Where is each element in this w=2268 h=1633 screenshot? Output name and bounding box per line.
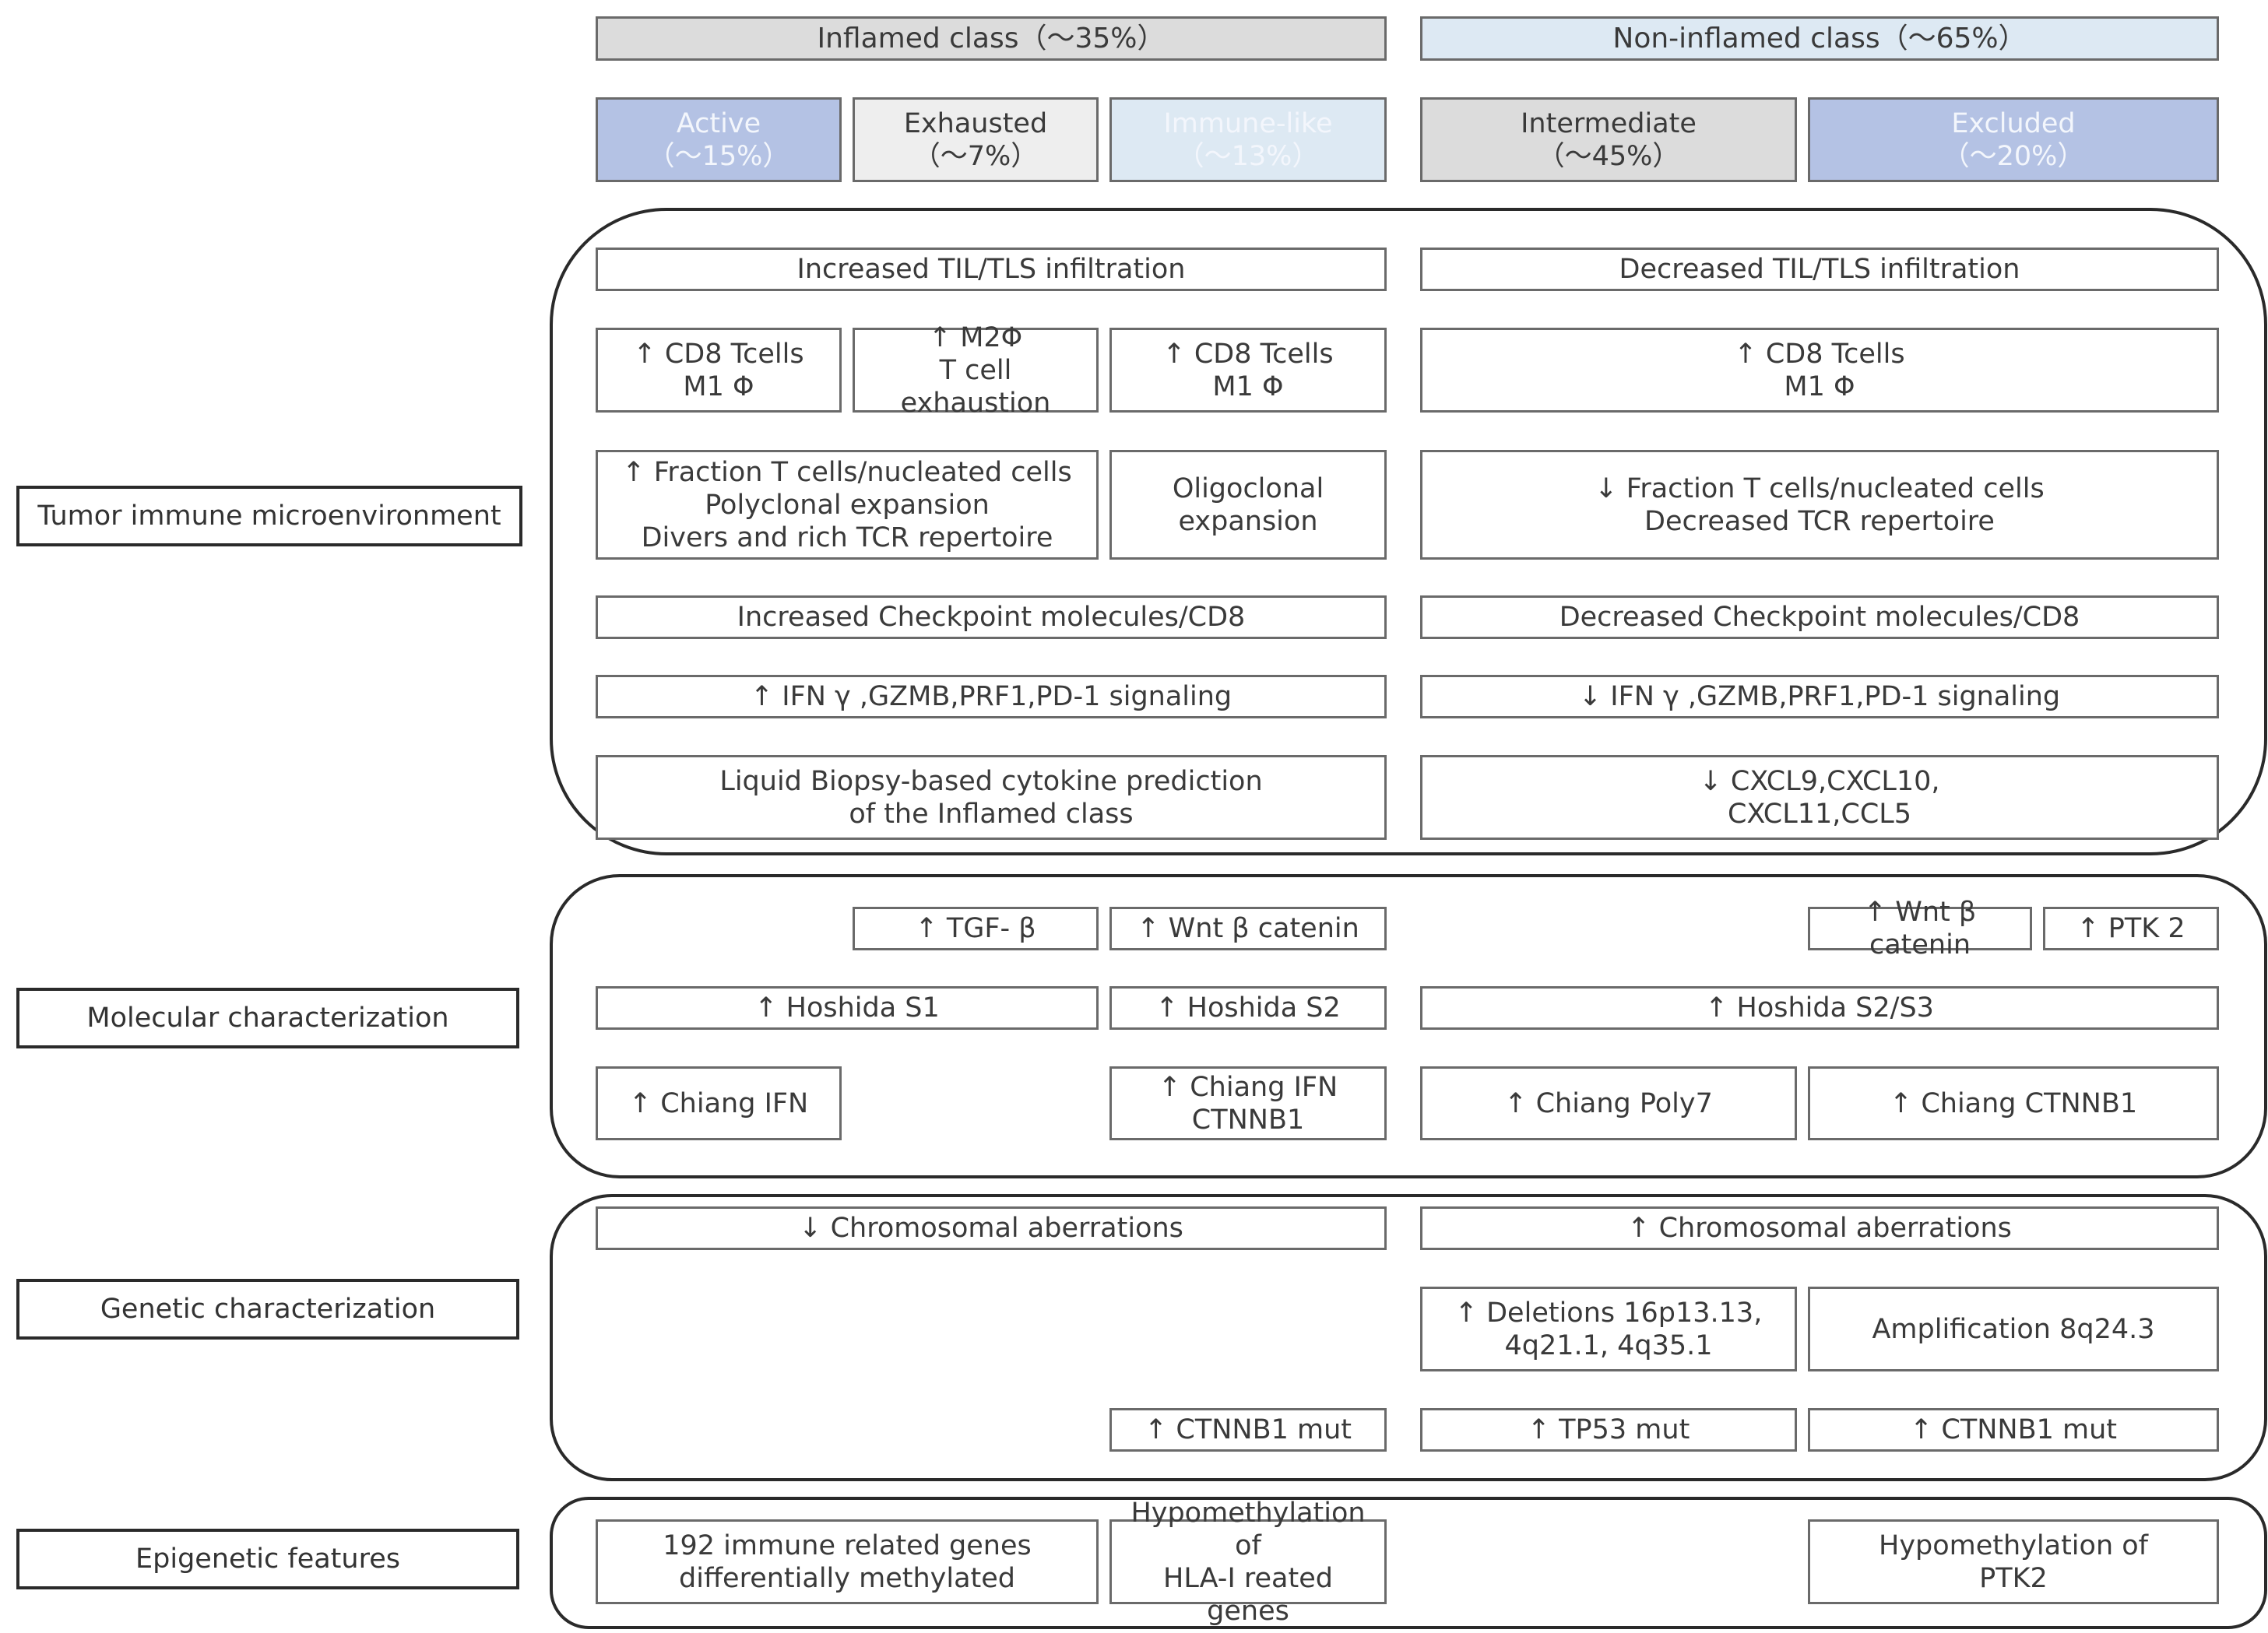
- genetic-panel: [550, 1194, 2267, 1481]
- deletions: ↑ Deletions 16p13.13, 4q21.1, 4q35.1: [1420, 1287, 1797, 1371]
- noninflamed-class-header: Non-inflamed class（〜65%）: [1420, 16, 2219, 61]
- immune-genes-methylated: 192 immune related genes differentially …: [596, 1519, 1099, 1604]
- ctnnb1-mut-excluded: ↑ CTNNB1 mut: [1808, 1408, 2219, 1452]
- ifn-up: ↑ IFN γ ,GZMB,PRF1,PD-1 signaling: [596, 675, 1387, 718]
- chiang-poly7: ↑ Chiang Poly7: [1420, 1066, 1797, 1140]
- ptk2-up: ↑ PTK 2: [2043, 907, 2219, 950]
- subclass-excluded: Excluded （〜20%）: [1808, 97, 2219, 182]
- cxcl-down: ↓ CXCL9,CXCL10, CXCL11,CCL5: [1420, 755, 2219, 840]
- til-decreased: Decreased TIL/TLS infiltration: [1420, 248, 2219, 291]
- ifn-down: ↓ IFN γ ,GZMB,PRF1,PD-1 signaling: [1420, 675, 2219, 718]
- fraction-up: ↑ Fraction T cells/nucleated cells Polyc…: [596, 450, 1099, 560]
- ptk2-hypomethylation: Hypomethylation of PTK2: [1808, 1519, 2219, 1604]
- molecular-panel: [550, 874, 2267, 1178]
- til-increased: Increased TIL/TLS infiltration: [596, 248, 1387, 291]
- fraction-down: ↓ Fraction T cells/nucleated cells Decre…: [1420, 450, 2219, 560]
- chromosomal-aberrations-down: ↓ Chromosomal aberrations: [596, 1206, 1387, 1250]
- exhausted-cells: ↑ M2Φ T cell exhaustion: [853, 322, 1099, 419]
- noninflamed-cells: ↑ CD8 Tcells M1 Φ: [1420, 328, 2219, 413]
- hla-hypomethylation: Hypomethylation of HLA-I reated genes: [1109, 1498, 1387, 1627]
- tp53-mut: ↑ TP53 mut: [1420, 1408, 1797, 1452]
- wnt-noninflamed: ↑ Wnt β catenin: [1808, 897, 2032, 960]
- wnt-inflamed: ↑ Wnt β catenin: [1109, 907, 1387, 950]
- active-cells: ↑ CD8 Tcells M1 Φ: [596, 328, 842, 413]
- epigenetic-panel: [550, 1497, 2267, 1629]
- checkpoint-up: Increased Checkpoint molecules/CD8: [596, 595, 1387, 639]
- liquid-biopsy: Liquid Biopsy-based cytokine prediction …: [596, 755, 1387, 840]
- tme-panel: [550, 208, 2267, 855]
- tgf-beta: ↑ TGF- β: [853, 907, 1099, 950]
- hoshida-s2: ↑ Hoshida S2: [1109, 986, 1387, 1030]
- subclass-active: Active （〜15%）: [596, 97, 842, 182]
- chiang-ifn-ctnnb1: ↑ Chiang IFN CTNNB1: [1109, 1066, 1387, 1140]
- oligoclonal-expansion: Oligoclonal expansion: [1109, 450, 1387, 560]
- hoshida-s1: ↑ Hoshida S1: [596, 986, 1099, 1030]
- row-label-genetic: Genetic characterization: [16, 1279, 519, 1340]
- row-label-epigenetic: Epigenetic features: [16, 1529, 519, 1589]
- chromosomal-aberrations-up: ↑ Chromosomal aberrations: [1420, 1206, 2219, 1250]
- amplification: Amplification 8q24.3: [1808, 1287, 2219, 1371]
- subclass-immune-like: Immune-like （〜13%）: [1109, 97, 1387, 182]
- hoshida-s2s3: ↑ Hoshida S2/S3: [1420, 986, 2219, 1030]
- subclass-exhausted: Exhausted （〜7%）: [853, 97, 1099, 182]
- inflamed-class-header: Inflamed class（〜35%）: [596, 16, 1387, 61]
- ctnnb1-mut-inflamed: ↑ CTNNB1 mut: [1109, 1408, 1387, 1452]
- row-label-tme: Tumor immune microenvironment: [16, 486, 522, 546]
- immune-like-cells: ↑ CD8 Tcells M1 Φ: [1109, 328, 1387, 413]
- subclass-intermediate: Intermediate （〜45%）: [1420, 97, 1797, 182]
- row-label-molecular: Molecular characterization: [16, 988, 519, 1048]
- chiang-ctnnb1: ↑ Chiang CTNNB1: [1808, 1066, 2219, 1140]
- chiang-ifn: ↑ Chiang IFN: [596, 1066, 842, 1140]
- checkpoint-down: Decreased Checkpoint molecules/CD8: [1420, 595, 2219, 639]
